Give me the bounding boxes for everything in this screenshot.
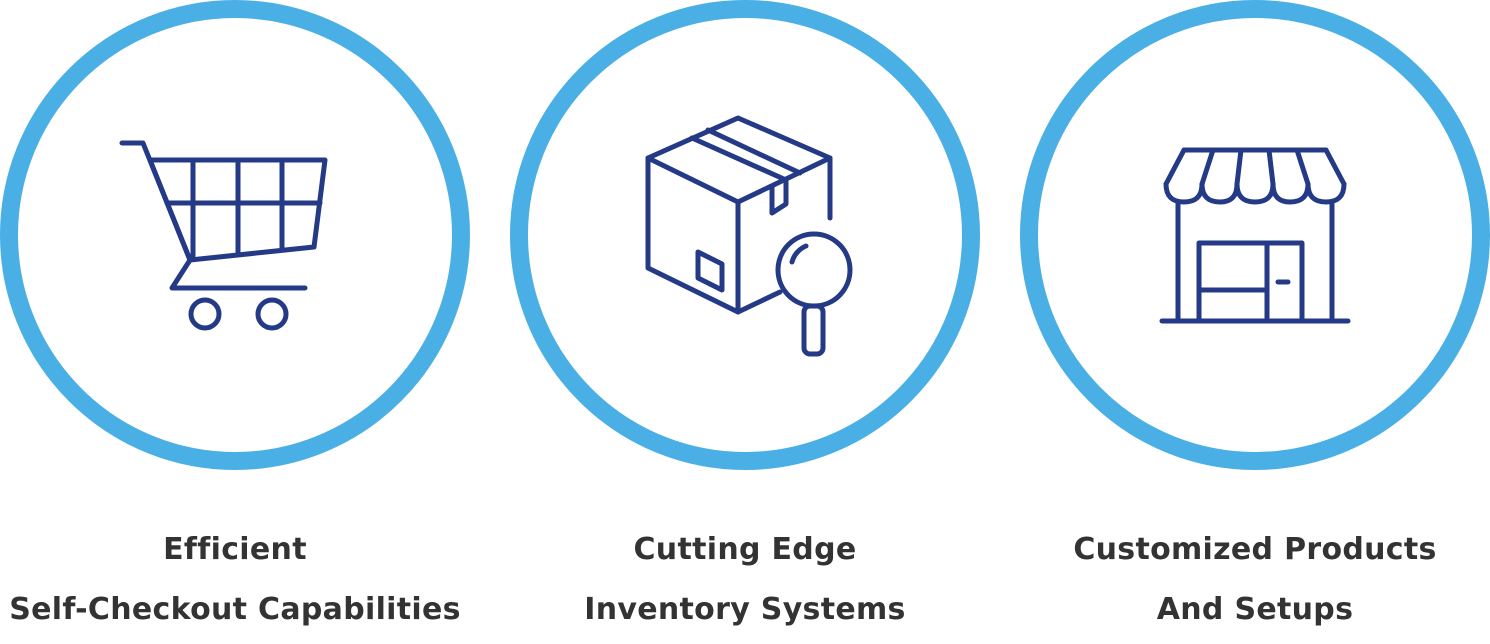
storefront-icon bbox=[1020, 0, 1490, 470]
caption-line-1: Efficient bbox=[163, 532, 307, 567]
caption-line-2: Inventory Systems bbox=[584, 592, 906, 627]
caption-line-2: Self-Checkout Capabilities bbox=[9, 592, 461, 627]
caption-line-2: And Setups bbox=[1156, 592, 1354, 627]
caption-line-1: Cutting Edge bbox=[633, 532, 857, 567]
caption-line-1: Customized Products bbox=[1073, 532, 1437, 567]
feature-inventory: Cutting Edge Inventory Systems bbox=[510, 0, 980, 644]
feature-caption: Customized Products And Setups bbox=[1020, 520, 1490, 640]
box-magnifier-icon bbox=[510, 0, 980, 470]
feature-caption: Efficient Self-Checkout Capabilities bbox=[0, 520, 470, 640]
feature-caption: Cutting Edge Inventory Systems bbox=[510, 520, 980, 640]
shopping-cart-icon bbox=[0, 0, 470, 470]
feature-custom-products: Customized Products And Setups bbox=[1020, 0, 1490, 644]
feature-self-checkout: Efficient Self-Checkout Capabilities bbox=[0, 0, 470, 644]
